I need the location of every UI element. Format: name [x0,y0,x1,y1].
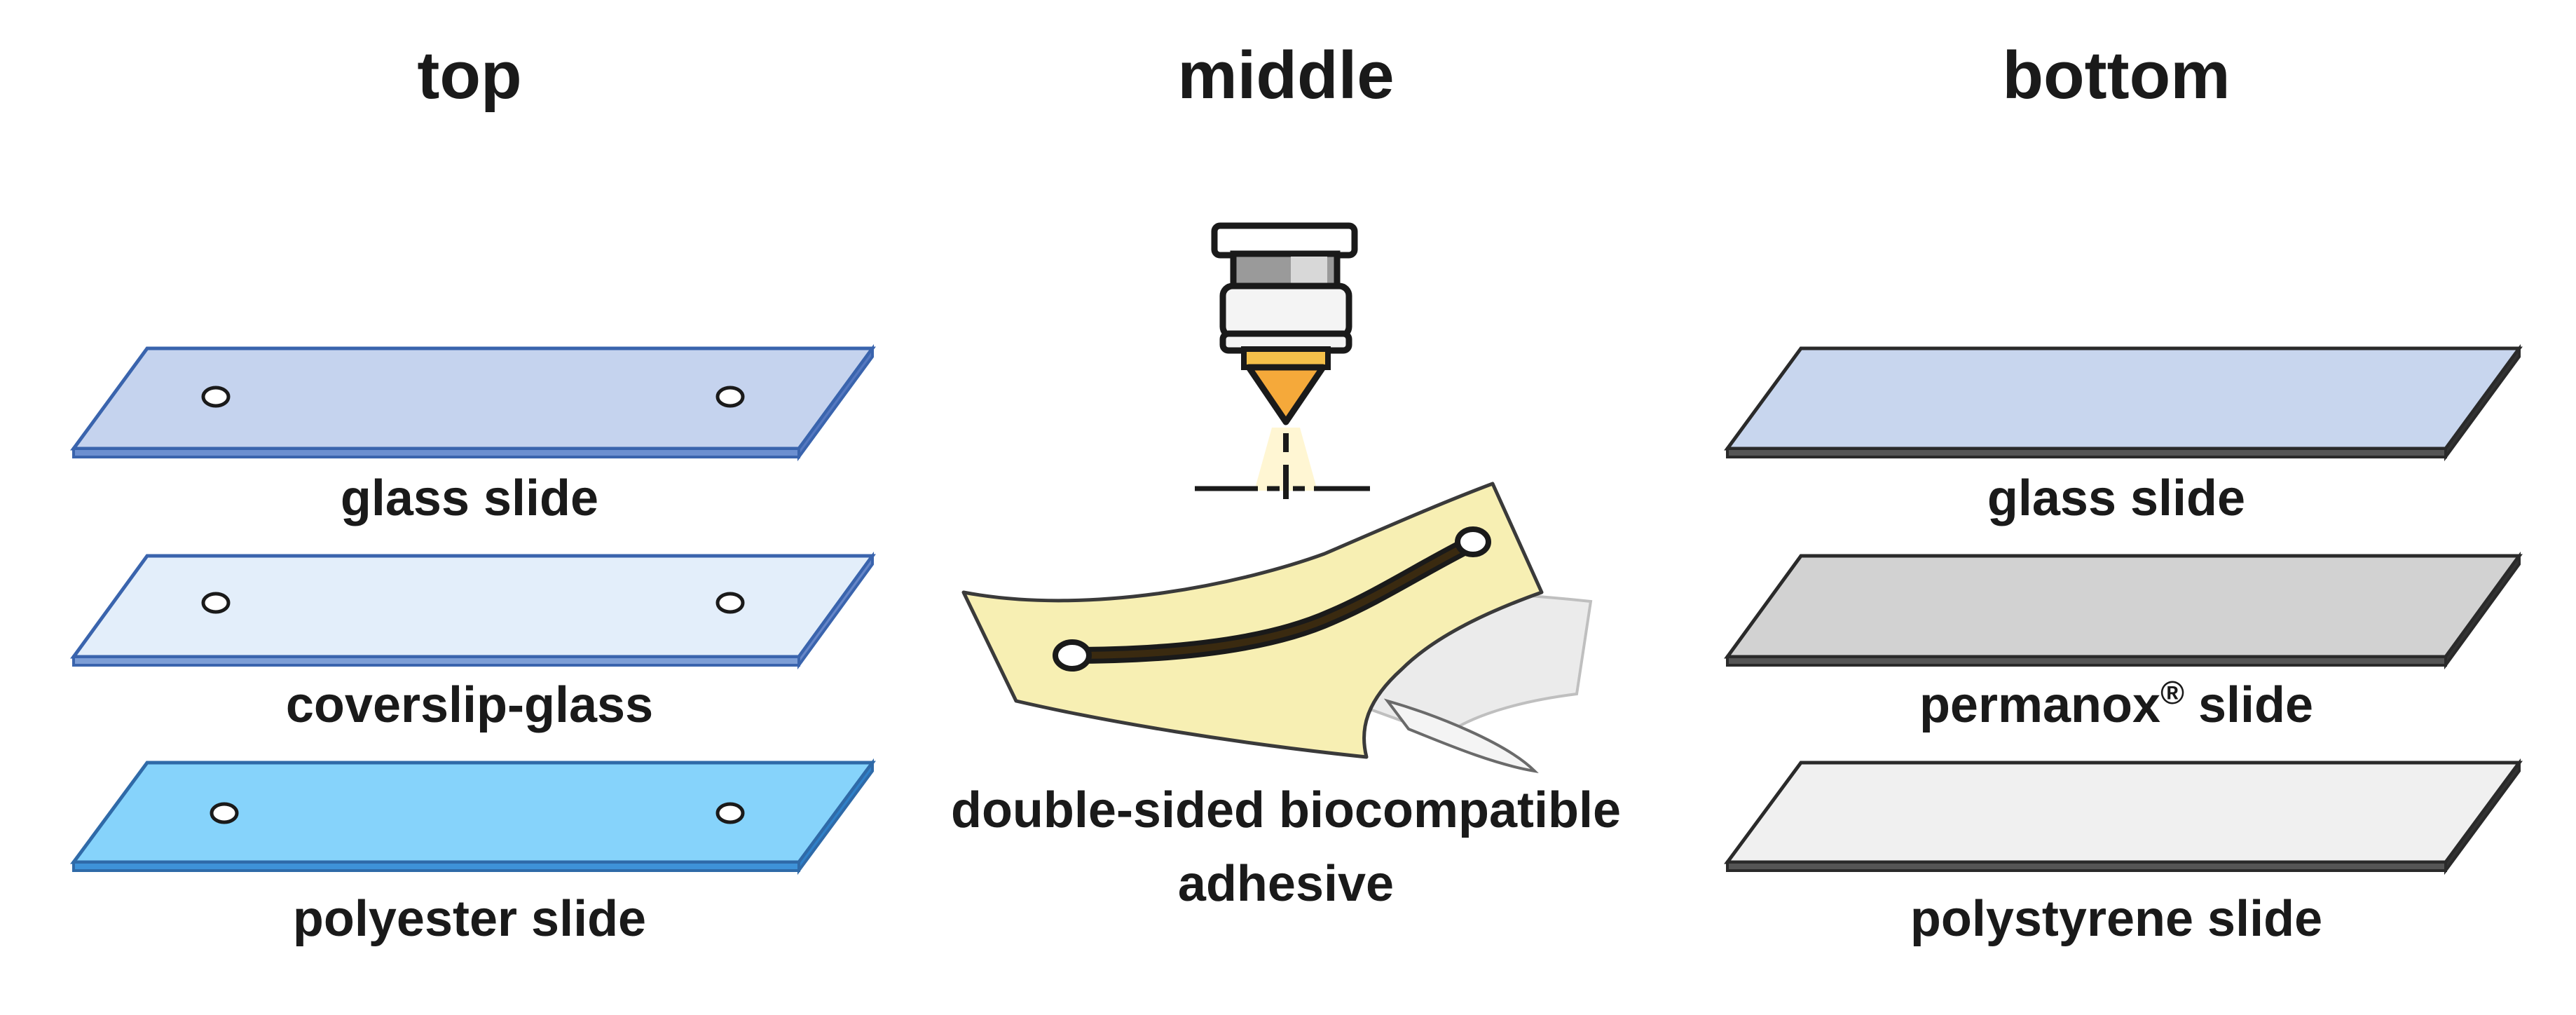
channel-hole [1053,639,1092,672]
bottom-slide-1 [1724,343,2523,462]
bottom-slide-3 [1724,758,2523,876]
slide-top-face [1724,554,2523,659]
slide-hole [715,386,745,408]
adhesive-label-line2: adhesive [1178,856,1394,912]
adhesive-liner-curl [1383,698,1539,774]
channel-hole [1455,526,1491,557]
slide-hole [715,592,745,614]
laser-cutter-nozzle-icon [1195,222,1370,499]
slide-front-edge [72,861,800,872]
slide-top-face [1724,346,2523,451]
bottom-slide-2-label: permanox® slide [1919,674,2313,733]
adhesive-yellow-sheet [961,482,1544,759]
bottom-slide-1-label: glass slide [1987,470,2245,526]
slide-front-edge [1726,447,2447,458]
header-bottom: bottom [2002,38,2230,113]
adhesive-sheet [961,482,1593,774]
slide-front-edge [72,655,800,667]
slide-top-face [1724,761,2523,864]
slide-front-edge [1726,861,2447,872]
adhesive-channel-inner [1065,540,1475,659]
slide-top-face [70,346,876,451]
slide-suffix-text: slide [2184,677,2313,733]
bottom-slide-2 [1724,551,2523,670]
registered-mark: ® [2160,674,2184,711]
slide-side-edge [2444,758,2521,876]
top-slide-3 [70,758,876,876]
slide-top-face [70,761,876,864]
slide-hole [210,802,239,824]
top-slide-3-label: polyester slide [293,891,646,947]
slide-front-edge [1726,655,2447,667]
header-top: top [417,38,521,113]
slide-side-edge [797,551,874,670]
slide-side-edge [797,758,874,876]
slide-top-face [70,554,876,659]
adhesive-label-line1: double-sided biocompatible [951,782,1621,838]
slide-side-edge [2444,551,2521,670]
slide-front-edge [72,447,800,458]
top-slide-2 [70,551,876,670]
bottom-slide-3-label: polystyrene slide [1910,891,2322,947]
header-middle: middle [1177,38,1394,113]
slide-side-edge [2444,343,2521,462]
slide-side-edge [797,343,874,462]
slide-hole [201,386,231,408]
top-slide-2-label: coverslip-glass [286,677,653,733]
slide-hole [715,802,745,824]
permanox-text: permanox [1919,677,2160,733]
slide-hole [201,592,231,614]
top-slide-1 [70,343,876,462]
top-slide-1-label: glass slide [341,470,598,526]
